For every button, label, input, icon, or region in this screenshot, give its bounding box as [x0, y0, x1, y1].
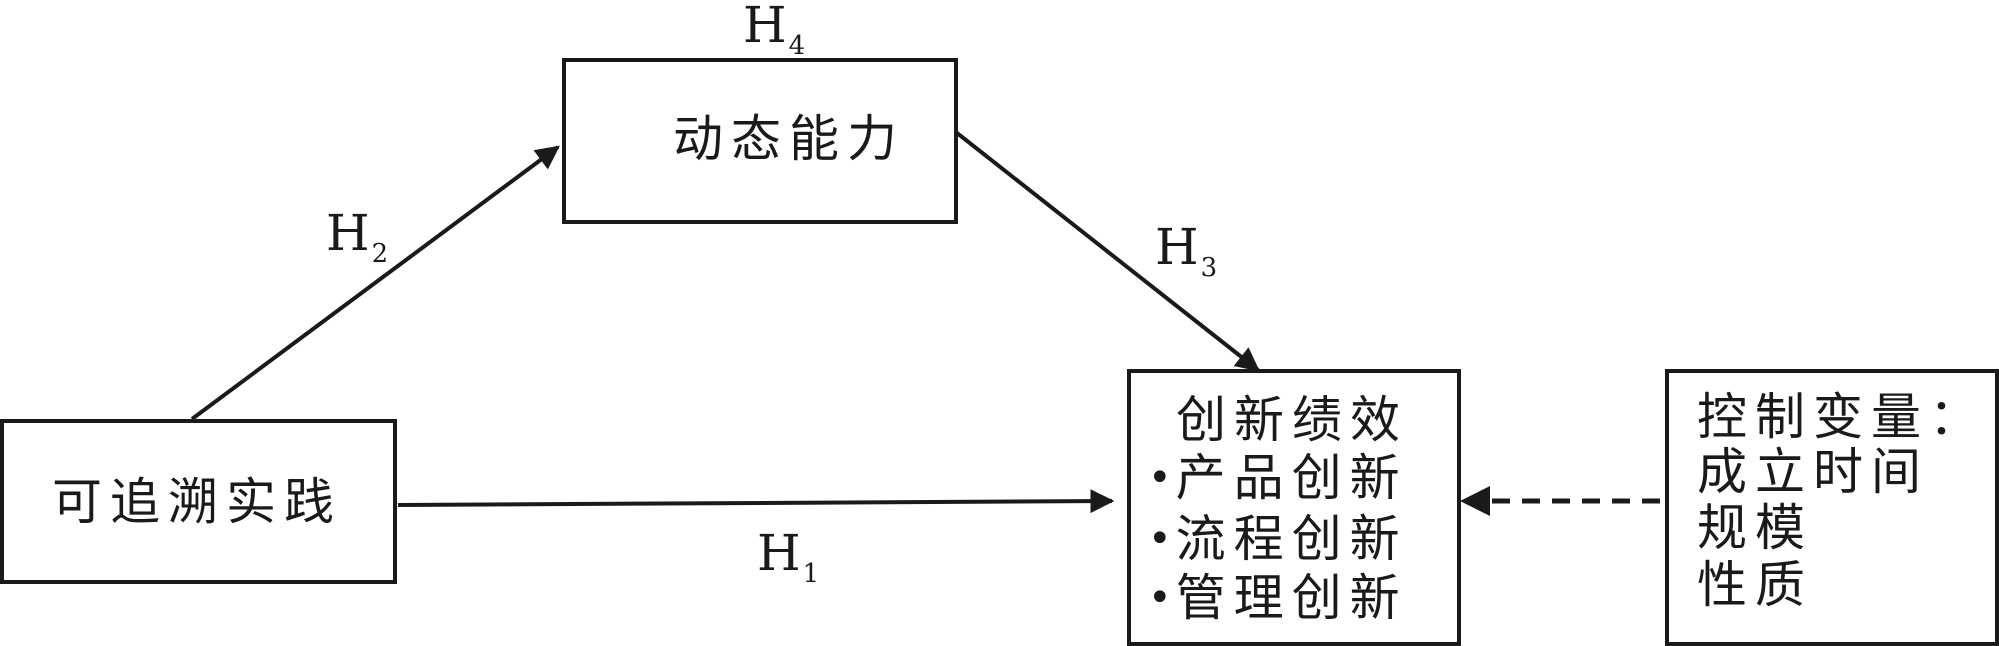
dynamic-capability-box — [562, 58, 958, 224]
hypothesis-h4-label: H4 — [743, 0, 806, 61]
arrow-controls-head — [1460, 486, 1490, 516]
innovation-item-management: •管理创新 — [1148, 569, 1408, 627]
innovation-title: 创新绩效 — [1176, 391, 1408, 449]
hypothesis-h3-label: H3 — [1155, 218, 1218, 283]
hypothesis-h1-label: H1 — [757, 524, 820, 589]
controls-item-founding-time: 成立时间 — [1697, 443, 1929, 501]
innovation-item-process: •流程创新 — [1148, 510, 1408, 568]
innovation-box — [1127, 369, 1461, 646]
bullet-icon: • — [1148, 575, 1172, 621]
innovation-item-product: •产品创新 — [1148, 449, 1408, 507]
traceability-label: 可追溯实践 — [52, 473, 342, 531]
controls-item-nature: 性质 — [1697, 556, 1813, 614]
hypothesis-h2-label: H2 — [326, 204, 389, 269]
bullet-icon: • — [1148, 455, 1172, 501]
dynamic-capability-label: 动态能力 — [673, 110, 905, 168]
arrow-h3 — [955, 131, 1260, 372]
arrow-h1 — [397, 489, 1115, 514]
traceability-box — [0, 419, 397, 584]
controls-item-size: 规模 — [1697, 499, 1813, 557]
arrow-h2 — [190, 145, 560, 421]
bullet-icon: • — [1148, 516, 1172, 562]
controls-box — [1665, 369, 1999, 646]
controls-title: 控制变量： — [1697, 388, 1987, 446]
